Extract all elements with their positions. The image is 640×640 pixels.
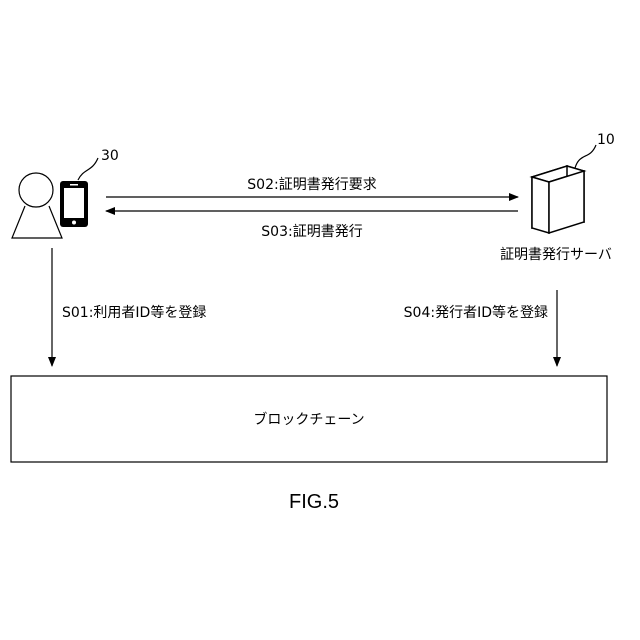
blockchain-label: ブロックチェーン <box>253 411 364 428</box>
server-icon <box>532 166 584 233</box>
server-ref-number: 10 <box>597 132 615 148</box>
s01-label: S01:利用者ID等を登録 <box>62 304 206 321</box>
user-ref-number: 30 <box>101 148 119 164</box>
user-ref-leader <box>78 158 98 180</box>
figure-caption: FIG.5 <box>289 491 339 513</box>
server-name-label: 証明書発行サーバ <box>500 247 612 263</box>
s04-label: S04:発行者ID等を登録 <box>404 304 548 321</box>
smartphone-icon <box>60 181 88 227</box>
s02-label: S02:証明書発行要求 <box>247 177 376 193</box>
s03-label: S03:証明書発行 <box>261 224 362 240</box>
user-icon <box>12 173 62 238</box>
server-ref-leader <box>575 145 596 168</box>
